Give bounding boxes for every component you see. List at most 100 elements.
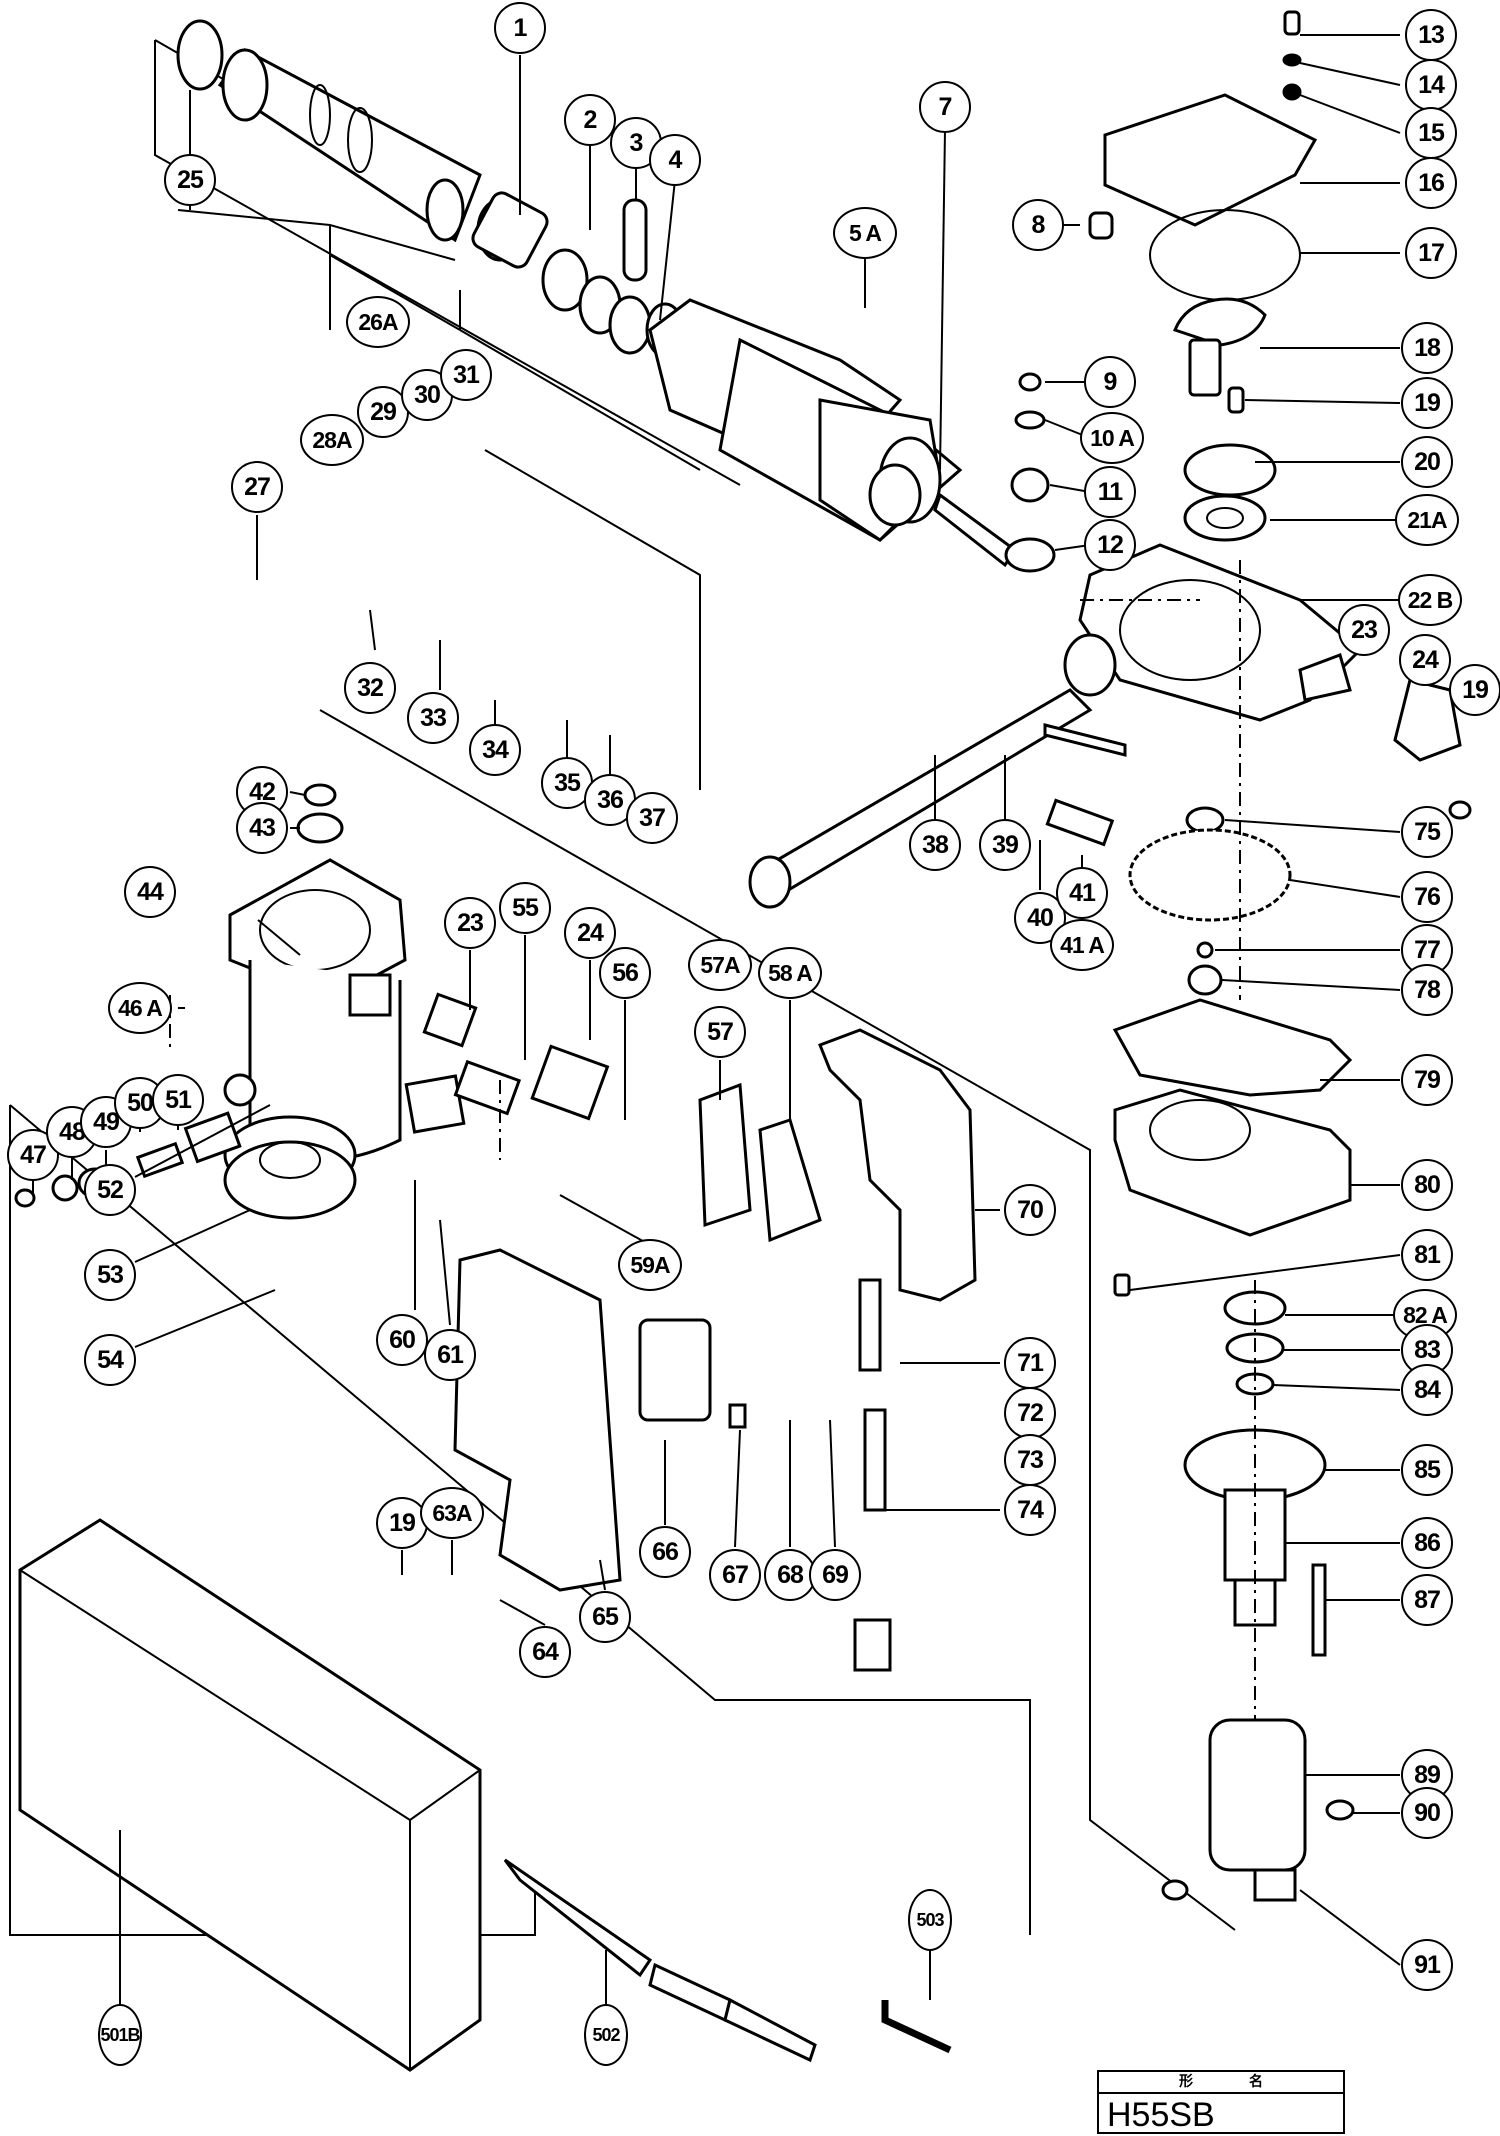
callout-66: 66	[639, 1526, 691, 1578]
callout-74: 74	[1004, 1484, 1056, 1536]
callout-19: 19	[1401, 377, 1453, 429]
callout-57: 57	[694, 1006, 746, 1058]
main-handle-part	[698, 1028, 977, 1302]
small-parts-9-11	[1010, 372, 1050, 503]
connecting-rod-part	[868, 463, 1056, 573]
callout-16: 16	[1405, 157, 1457, 209]
callout-84: 84	[1401, 1364, 1453, 1416]
callout-27: 27	[231, 461, 283, 513]
callout-34: 34	[469, 724, 521, 776]
callout-10A: 10 A	[1080, 412, 1144, 464]
callout-58A: 58 A	[758, 947, 822, 999]
title-block-header: 形 名	[1099, 2072, 1343, 2094]
callout-71: 71	[1004, 1337, 1056, 1389]
callout-69: 69	[809, 1549, 861, 1601]
callout-39: 39	[979, 819, 1031, 871]
callout-9: 9	[1084, 356, 1136, 408]
callout-75: 75	[1401, 806, 1453, 858]
callout-26A: 26A	[346, 296, 410, 348]
callout-32: 32	[344, 662, 396, 714]
callout-57A: 57A	[688, 939, 752, 991]
callout-5A: 5 A	[833, 207, 897, 259]
stator-part	[1161, 1718, 1355, 1902]
callout-30: 30	[401, 369, 453, 421]
gear-parts	[1045, 798, 1292, 996]
callout-53: 53	[84, 1249, 136, 1301]
callout-8: 8	[1012, 199, 1064, 251]
header-char-1: 形	[1179, 2074, 1193, 2090]
callout-77: 77	[1401, 924, 1453, 976]
callout-20: 20	[1401, 436, 1453, 488]
leader-lines	[32, 34, 1401, 2010]
callout-13: 13	[1405, 9, 1457, 61]
callout-19: 19	[1449, 664, 1500, 716]
callout-24: 24	[1399, 634, 1451, 686]
callout-79: 79	[1401, 1054, 1453, 1106]
callout-11: 11	[1084, 466, 1136, 518]
callout-65: 65	[579, 1591, 631, 1643]
title-block: 形 名 H55SB	[1097, 2070, 1345, 2134]
retainer-sleeve-part	[176, 19, 482, 243]
callout-501B: 501B	[98, 2004, 142, 2066]
callout-91: 91	[1401, 1939, 1453, 1991]
callout-59A: 59A	[618, 1239, 682, 1291]
side-handle-part	[748, 688, 1127, 909]
callout-68: 68	[764, 1549, 816, 1601]
callout-85: 85	[1401, 1444, 1453, 1496]
callout-31: 31	[440, 349, 492, 401]
callout-41: 41	[1056, 867, 1108, 919]
callout-54: 54	[84, 1334, 136, 1386]
callout-41A: 41 A	[1050, 919, 1114, 971]
callout-22B: 22 B	[1398, 574, 1462, 626]
callout-24: 24	[564, 907, 616, 959]
callout-72: 72	[1004, 1387, 1056, 1439]
callout-21A: 21A	[1395, 494, 1459, 546]
chisel-part	[503, 1858, 817, 2063]
callout-52: 52	[84, 1164, 136, 1216]
callout-2: 2	[564, 94, 616, 146]
callout-19: 19	[376, 1497, 428, 1549]
callout-17: 17	[1405, 227, 1457, 279]
callout-23: 23	[444, 897, 496, 949]
callout-23: 23	[1338, 604, 1390, 656]
callout-80: 80	[1401, 1159, 1453, 1211]
callout-64: 64	[519, 1626, 571, 1678]
callout-44: 44	[124, 866, 176, 918]
callout-37: 37	[626, 792, 678, 844]
callout-46A: 46 A	[108, 982, 172, 1034]
callout-67: 67	[709, 1549, 761, 1601]
callout-56: 56	[599, 947, 651, 999]
callout-55: 55	[499, 882, 551, 934]
carrying-case-part	[18, 1518, 482, 2072]
callout-87: 87	[1401, 1574, 1453, 1626]
callout-25: 25	[164, 154, 216, 206]
callout-33: 33	[407, 692, 459, 744]
callout-28A: 28A	[300, 414, 364, 466]
callout-502: 502	[584, 2004, 628, 2066]
model-number: H55SB	[1107, 2096, 1215, 2134]
callout-90: 90	[1401, 1787, 1453, 1839]
callout-29: 29	[357, 386, 409, 438]
callout-12: 12	[1084, 519, 1136, 571]
handle-cover-part	[453, 1248, 892, 1672]
callout-15: 15	[1405, 107, 1457, 159]
callout-1: 1	[494, 2, 546, 54]
callout-18: 18	[1401, 322, 1453, 374]
callout-70: 70	[1004, 1184, 1056, 1236]
hex-wrench-part	[881, 2000, 952, 2054]
callout-51: 51	[152, 1074, 204, 1126]
callout-43: 43	[236, 802, 288, 854]
callout-63A: 63A	[420, 1487, 484, 1539]
callout-78: 78	[1401, 964, 1453, 1016]
piston-parts	[471, 191, 685, 358]
callout-60: 60	[376, 1314, 428, 1366]
callout-86: 86	[1401, 1517, 1453, 1569]
brush-parts-left	[14, 992, 610, 1208]
callout-81: 81	[1401, 1229, 1453, 1281]
crank-cover-parts	[1088, 10, 1318, 542]
callout-503: 503	[908, 1889, 952, 1951]
callout-76: 76	[1401, 871, 1453, 923]
callout-61: 61	[424, 1329, 476, 1381]
housing-part	[223, 783, 466, 1220]
